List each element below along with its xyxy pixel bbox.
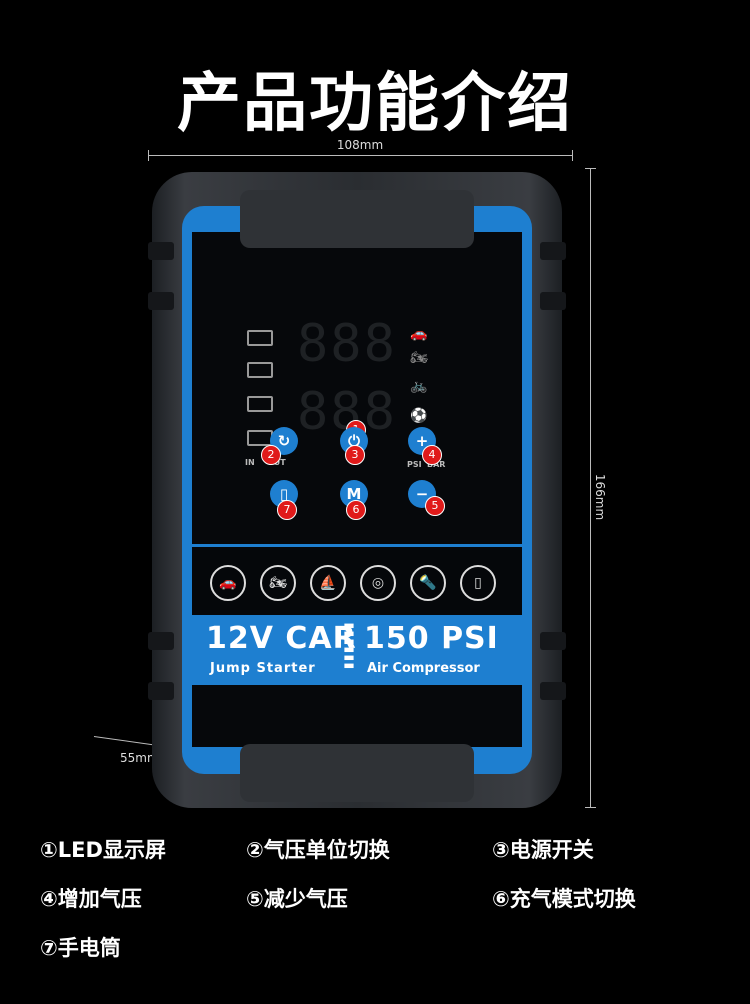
legend-item-4: ④增加气压	[40, 887, 142, 911]
brand-band: 12V CAR ▬▬▬▬▬▬ 150 PSI Jump Starter Air …	[192, 615, 522, 685]
minus-icon: −	[415, 485, 429, 503]
callout-badge-4: 4	[422, 445, 442, 465]
legend-item-7: ⑦手电筒	[40, 936, 121, 960]
unit-switch-icon: ↻	[277, 432, 291, 450]
side-grip	[148, 682, 174, 700]
brand-air-compressor: Air Compressor	[367, 661, 480, 676]
legend-item-3: ③电源开关	[492, 838, 594, 862]
legend-item-5: ⑤减少气压	[246, 887, 348, 911]
top-end-cap	[240, 190, 474, 248]
plus-icon: +	[415, 432, 429, 450]
depth-dimension-label: 55mm	[120, 751, 159, 765]
width-dimension-line	[148, 150, 573, 161]
side-grip	[540, 292, 566, 310]
ball-mode-indicator-icon: ⚽	[410, 408, 428, 424]
lcd-digits-top: 888	[297, 314, 397, 374]
bicycle-mode-indicator-icon: 🚲	[410, 378, 428, 394]
page-title: 产品功能介绍	[177, 67, 573, 141]
battery-segment	[247, 396, 273, 412]
battery-segment	[247, 362, 273, 378]
callout-badge-5: 5	[425, 496, 445, 516]
height-dimension-label: 166mm	[593, 473, 607, 521]
motorcycle-icon: 🏍	[260, 565, 296, 601]
battery-segment	[247, 330, 273, 346]
side-grip	[148, 632, 174, 650]
legend-item-2: ②气压单位切换	[246, 838, 390, 862]
side-grip	[540, 682, 566, 700]
flashlight-mode-icon: 🔦	[410, 565, 446, 601]
mode-icon: M	[346, 485, 362, 503]
height-dimension-line	[585, 168, 596, 808]
flashlight-icon: ▯	[279, 485, 289, 503]
jetski-icon: ⛵	[310, 565, 346, 601]
brand-jump-starter: Jump Starter	[210, 661, 316, 676]
lcd-in-label: IN	[245, 458, 255, 467]
brand-12v-car: 12V CAR	[206, 621, 357, 656]
callout-badge-2: 2	[261, 445, 281, 465]
legend-item-6: ⑥充气模式切换	[492, 887, 636, 911]
mode-icon-band: 🚗 🏍 ⛵ ◎ 🔦 ▯	[192, 544, 522, 618]
motorcycle-mode-indicator-icon: 🏍	[410, 350, 428, 366]
car-icon: 🚗	[210, 565, 246, 601]
callout-badge-6: 6	[346, 500, 366, 520]
callout-badge-7: 7	[277, 500, 297, 520]
tire-icon: ◎	[360, 565, 396, 601]
lcd-bar-label: BAR	[427, 460, 446, 469]
lcd-psi-label: PSI	[407, 460, 422, 469]
control-panel: 888 888 IN OUT PSI BAR 🚗 🏍 🚲 ⚽ ∞ 1 ↻ 2 ⏻…	[192, 232, 522, 544]
callout-badge-3: 3	[345, 445, 365, 465]
car-mode-indicator-icon: 🚗	[410, 326, 428, 342]
side-grip	[148, 292, 174, 310]
brand-150-psi: 150 PSI	[364, 621, 499, 656]
legend-item-1: ①LED显示屏	[40, 838, 166, 862]
width-dimension-label: 108mm	[336, 138, 384, 152]
chevron-stack-icon: ▬▬▬▬▬▬	[343, 618, 355, 672]
lower-panel	[192, 685, 522, 747]
phone-icon: ▯	[460, 565, 496, 601]
side-grip	[540, 632, 566, 650]
bottom-end-cap	[240, 744, 474, 802]
device-body: 888 888 IN OUT PSI BAR 🚗 🏍 🚲 ⚽ ∞ 1 ↻ 2 ⏻…	[148, 172, 566, 808]
side-grip	[148, 242, 174, 260]
battery-segment	[247, 430, 273, 446]
power-icon: ⏻	[348, 432, 360, 450]
side-grip	[540, 242, 566, 260]
